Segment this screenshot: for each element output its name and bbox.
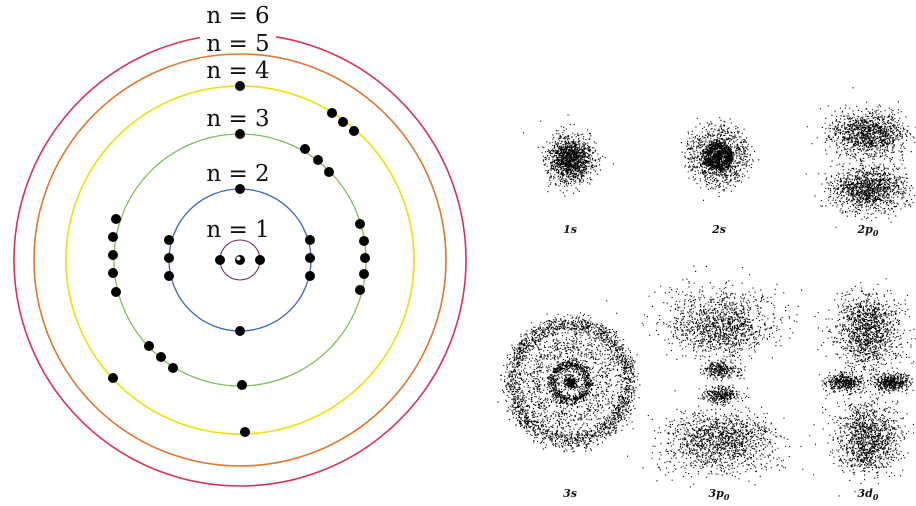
shell-label-n3: n = 3 (206, 106, 269, 132)
electron (108, 232, 118, 242)
bohr-model: n = 6 n = 5 n = 4 n = 3 n = 2 n = 1 (13, 3, 467, 487)
orbital-2p0-cloud (805, 87, 916, 228)
electrons-n1 (215, 255, 265, 265)
electron (300, 144, 310, 154)
electron (111, 214, 121, 224)
electron (349, 126, 359, 136)
electron (235, 129, 245, 139)
orbital-label-2s: 2s (711, 223, 726, 236)
orbital-label-3d0: 3d0 (858, 487, 879, 502)
orbital-1s-cloud (523, 114, 614, 197)
electron (359, 236, 369, 246)
orbital-2s-cloud (680, 117, 760, 201)
orbital-clouds: 1s 2s 2p0 3s 3p0 3d0 (497, 87, 916, 502)
electron (313, 155, 323, 165)
orbital-label-2p0: 2p0 (857, 223, 879, 238)
nucleus (235, 255, 245, 265)
electron (327, 108, 337, 118)
shell-label-n5: n = 5 (206, 31, 269, 57)
shell-label-n2: n = 2 (206, 161, 269, 187)
orbital-3s-cloud (497, 312, 641, 453)
electron (108, 373, 118, 383)
orbit-ring-n5 (33, 53, 447, 467)
electron (235, 184, 245, 194)
electron (359, 269, 369, 279)
electrons-n4 (108, 81, 359, 437)
electron (237, 380, 247, 390)
electron (305, 235, 315, 245)
electron (355, 285, 365, 295)
shell-label-n6: n = 6 (206, 3, 269, 29)
electron (324, 167, 334, 177)
electron (360, 253, 370, 263)
electron (305, 271, 315, 281)
electron (215, 255, 225, 265)
electrons-n2 (164, 184, 315, 336)
electron (111, 287, 121, 297)
orbital-3p0-cloud (606, 265, 819, 488)
electrons-n3 (108, 129, 370, 390)
electron (168, 363, 178, 373)
electron (255, 255, 265, 265)
shell-labels: n = 6 n = 5 n = 4 n = 3 n = 2 n = 1 (200, 3, 276, 243)
electron (144, 341, 154, 351)
electron (338, 117, 348, 127)
orbital-3d0-cloud (812, 278, 916, 497)
orbital-label-1s: 1s (563, 223, 577, 236)
electron (156, 352, 166, 362)
electron (164, 235, 174, 245)
shell-label-n4: n = 4 (206, 58, 269, 84)
orbital-label-3p0: 3p0 (709, 487, 730, 502)
electron (355, 219, 365, 229)
orbital-label-3s: 3s (563, 487, 577, 500)
electron (240, 427, 250, 437)
electron (108, 268, 118, 278)
electron (164, 253, 174, 263)
electron (164, 271, 174, 281)
electron (235, 326, 245, 336)
electron (235, 81, 245, 91)
electron (108, 250, 118, 260)
shell-label-n1: n = 1 (206, 217, 269, 243)
electron (305, 253, 315, 263)
